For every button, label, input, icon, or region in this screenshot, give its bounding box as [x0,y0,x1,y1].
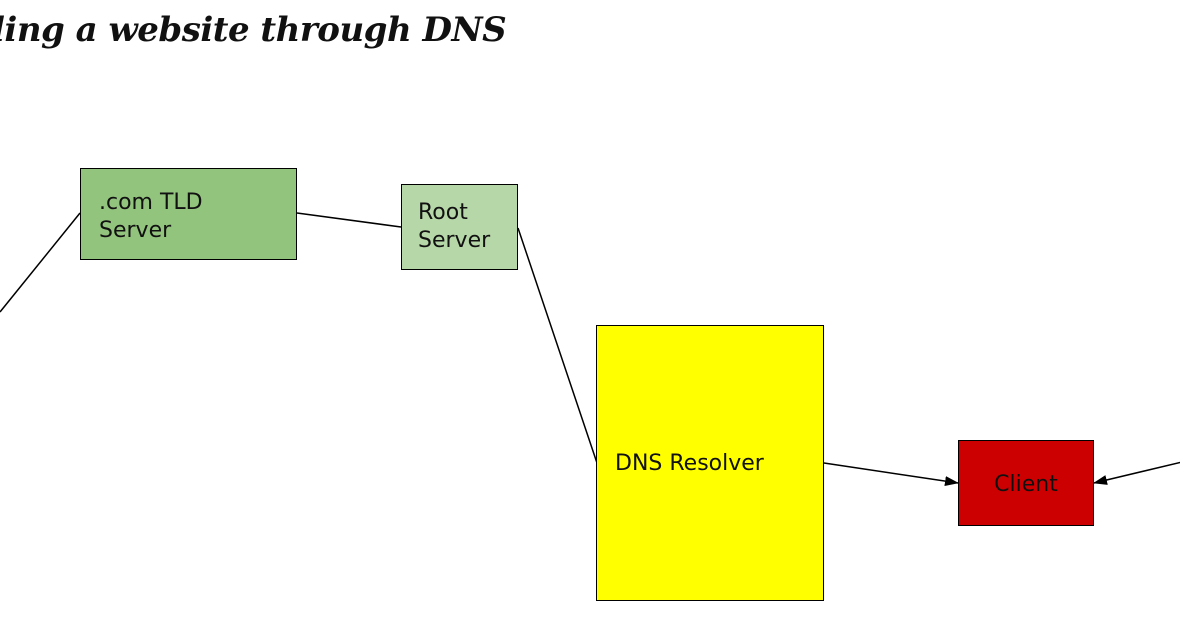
root-server-node: Root Server [401,184,518,270]
edge-resolver-client [810,456,959,487]
client-node: Client [958,440,1094,526]
dns-resolver-node: DNS Resolver [596,325,824,601]
edge-tld-to-root [296,212,402,228]
edge-offscreen-to-tld [0,212,81,313]
tld-server-node: .com TLD Server [80,168,297,260]
edge-offscreen-to-client [1093,461,1180,485]
edge-root-to-resolver [517,227,598,464]
diagram-title: ling a website through DNS [0,10,507,50]
